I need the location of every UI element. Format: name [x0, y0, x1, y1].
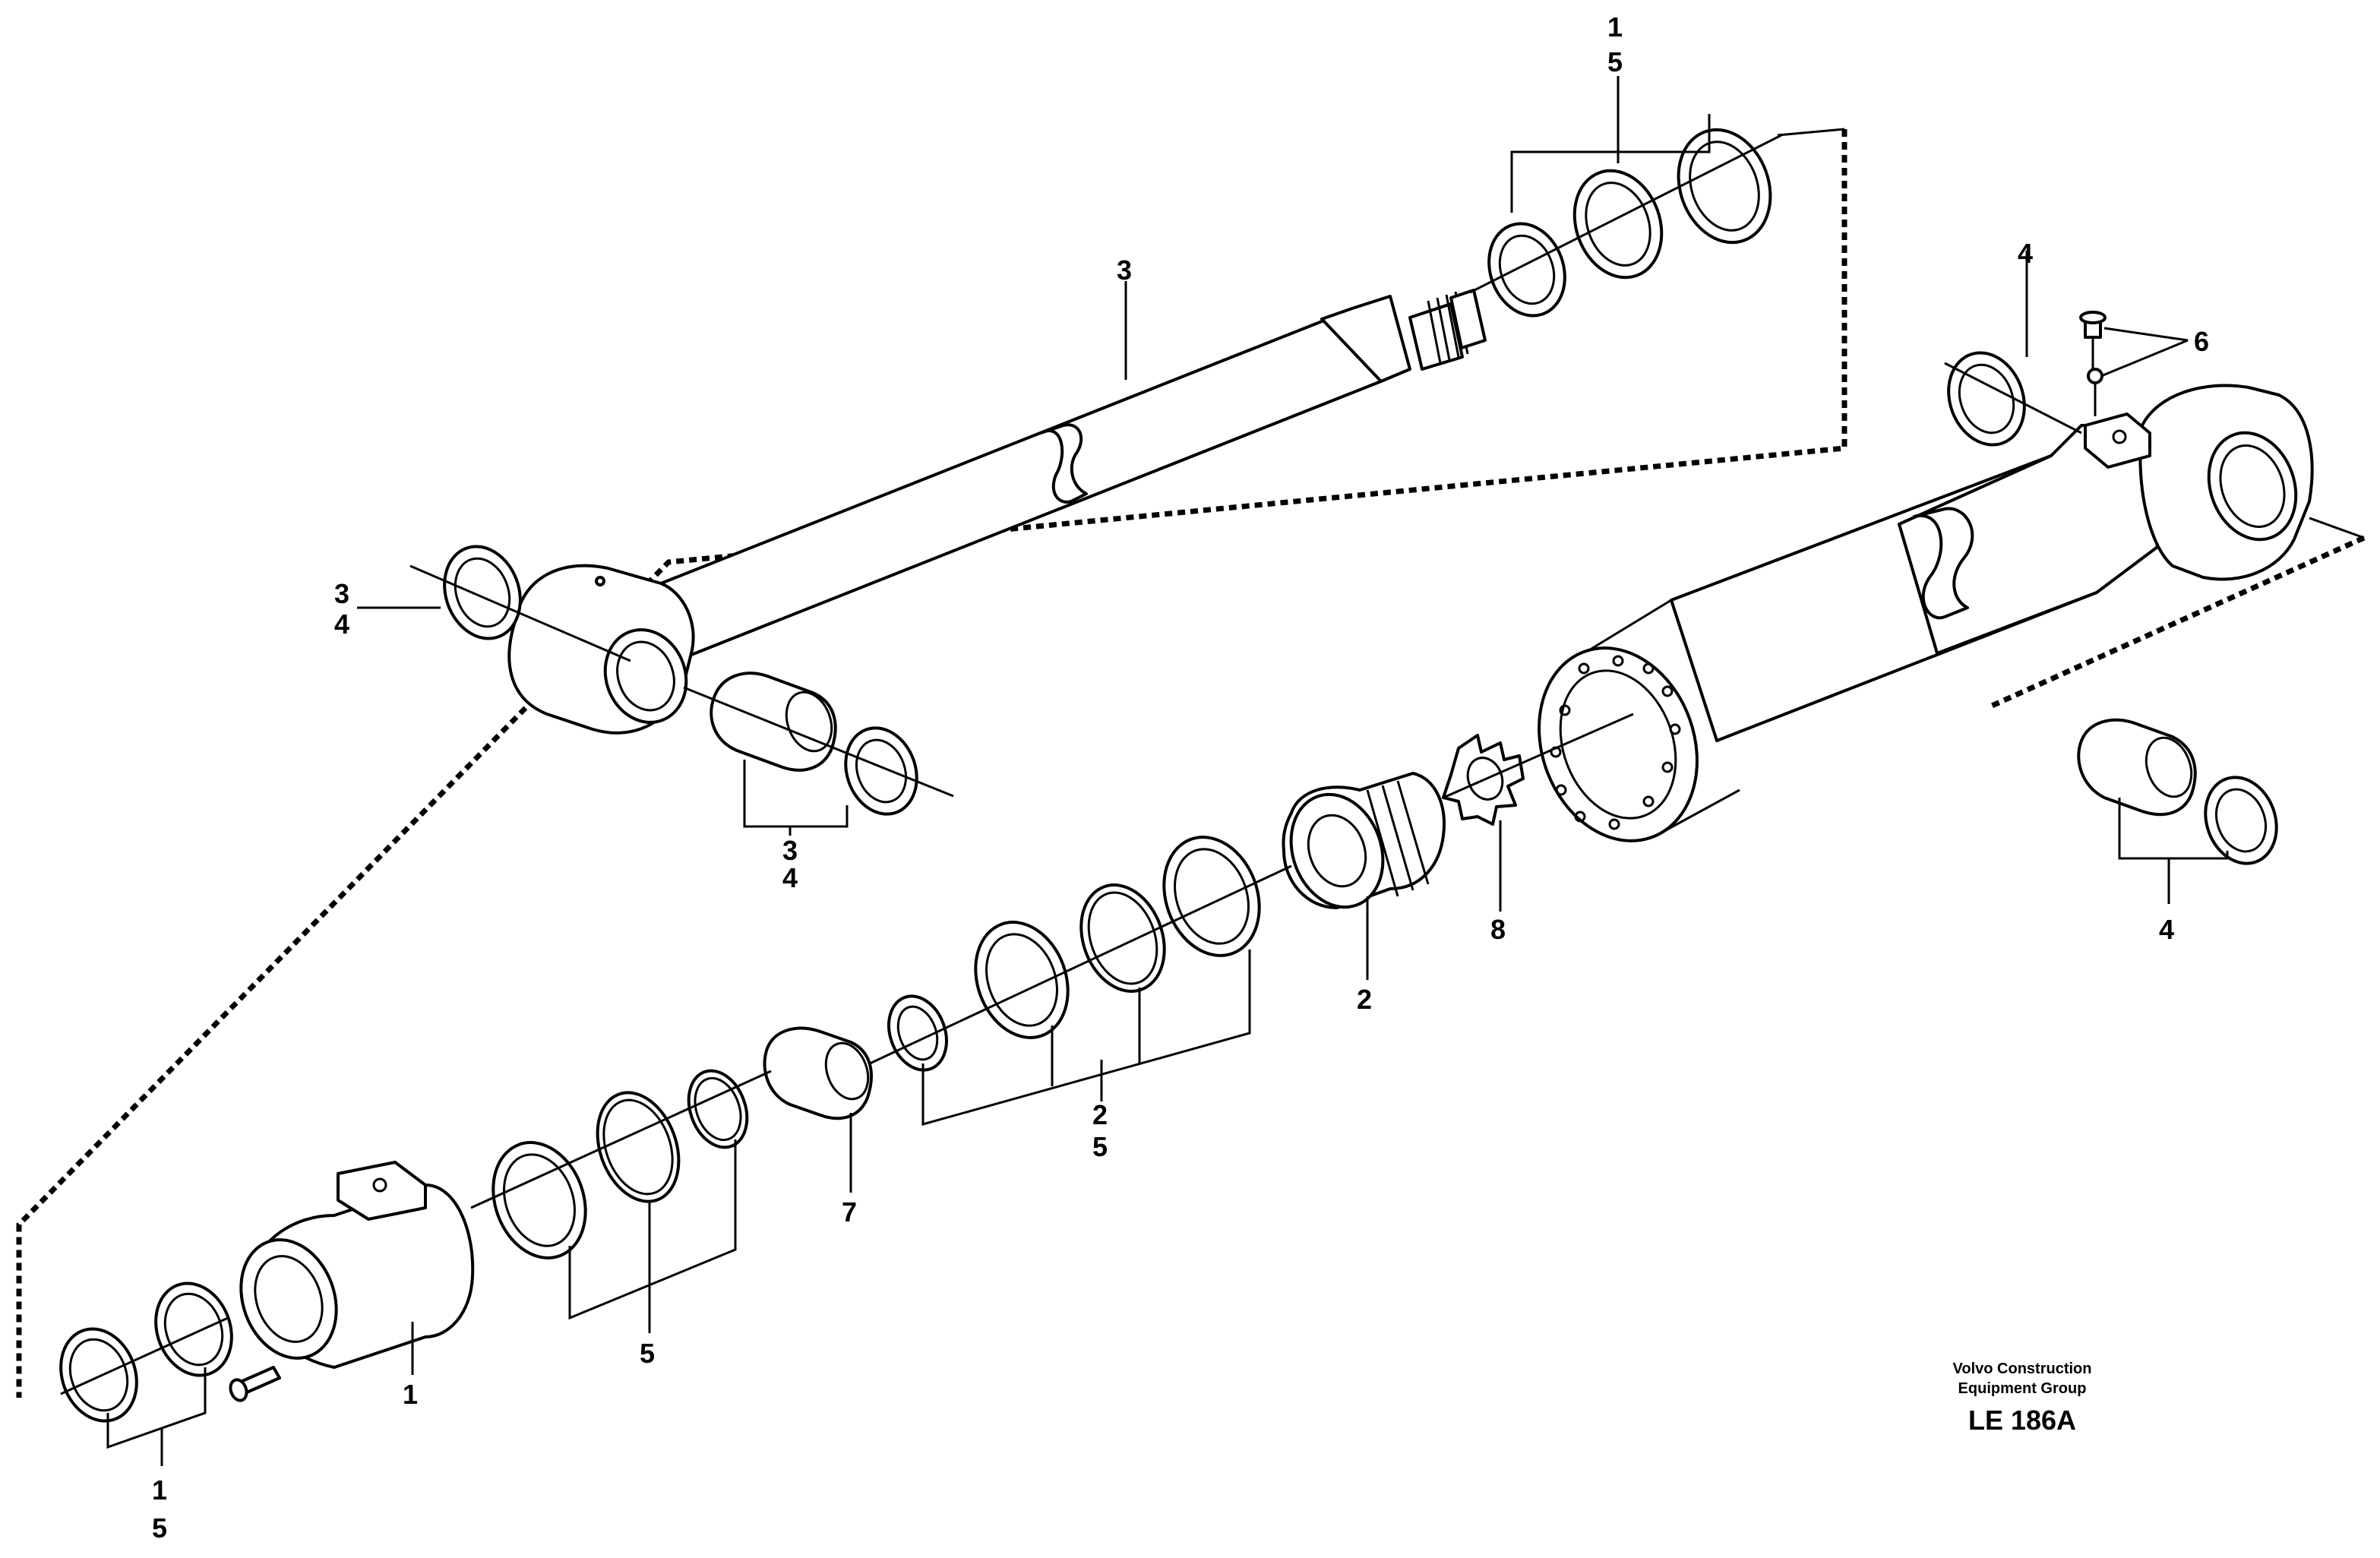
rod-eye-seal	[409, 545, 631, 662]
piston-rod	[507, 289, 1487, 735]
callout-rod-eye-bushing-a: 3	[782, 835, 798, 866]
tube-eye-bushing	[2077, 718, 2278, 865]
cylinder-tube	[1538, 384, 2314, 842]
callout-piston-seals-a: 2	[1092, 1099, 1108, 1130]
callout-rod-eye-bushing-b: 4	[782, 862, 798, 893]
callout-piston-seals-b: 5	[1092, 1131, 1108, 1162]
assembly-axis	[60, 713, 1634, 1395]
callout-piston: 2	[1357, 984, 1372, 1015]
credit-block: Volvo Construction Equipment Group LE 18…	[1953, 1360, 2092, 1436]
callout-piston-rod: 3	[1117, 254, 1132, 286]
callout-tube-eye-bushing: 4	[2159, 914, 2174, 945]
callout-rod-eye-seal-a: 3	[334, 578, 349, 609]
assembly-dashed-lines	[16, 128, 2366, 1398]
drawing-code: LE 186A	[1968, 1405, 2076, 1436]
callout-lube-fitting: 6	[2194, 326, 2209, 357]
rod-eye-bushing	[683, 672, 954, 816]
callout-cylinder-head: 1	[403, 1379, 418, 1410]
rod-seal-set-upper	[1469, 128, 1782, 318]
callout-head-wiper-b: 5	[152, 1512, 167, 1544]
head-seal-set	[491, 1069, 749, 1259]
callout-head-seals: 5	[640, 1338, 655, 1369]
credit-company-line1: Volvo Construction	[1953, 1360, 2092, 1377]
callout-rod-seals-top-a: 1	[1607, 11, 1623, 43]
cylinder-head	[229, 1161, 475, 1402]
callout-rod-eye-seal-b: 4	[334, 608, 349, 640]
callout-head-wiper-a: 1	[152, 1474, 167, 1506]
piston-seal-set	[887, 836, 1261, 1072]
piston	[1282, 772, 1446, 909]
tube-eye-seal	[1944, 351, 2082, 447]
head-wiper-set	[59, 1281, 233, 1423]
head-bolt	[229, 1366, 281, 1402]
leader-lines	[106, 76, 2229, 1466]
callout-lock-nut: 8	[1490, 914, 1506, 945]
credit-company-line2: Equipment Group	[1958, 1380, 2087, 1397]
callout-rod-seals-top-b: 5	[1607, 46, 1623, 77]
callout-spacer: 7	[842, 1196, 857, 1228]
lube-fitting	[2079, 311, 2107, 416]
callout-tube-eye-seal: 4	[2018, 238, 2033, 269]
callout-labels: 1 5 3 3 4 3 4 4 6 4 8 2 2 5 7 5 1 1 5	[152, 11, 2209, 1544]
spacer	[763, 1026, 873, 1120]
